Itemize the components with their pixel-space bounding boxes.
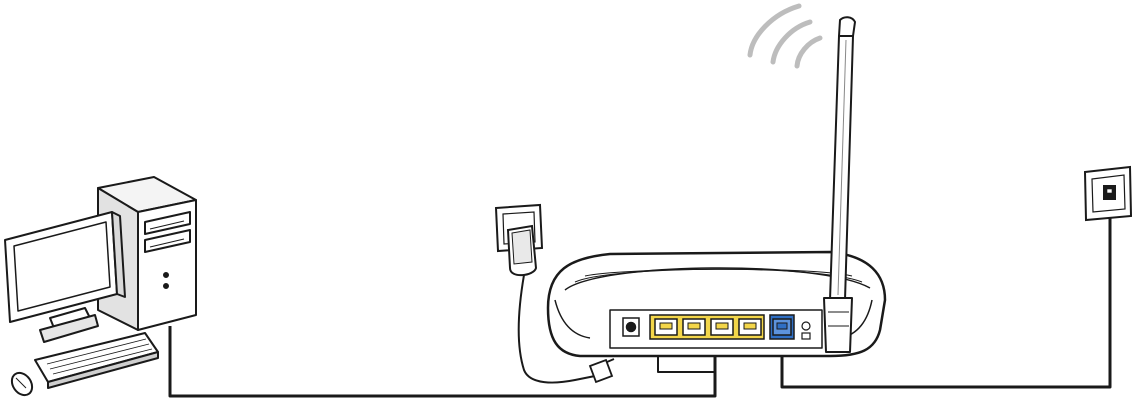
router-wan-port xyxy=(770,315,794,339)
wall-phone-jack-icon xyxy=(1085,167,1131,220)
router-power-jack xyxy=(623,318,639,336)
wifi-signal-icon xyxy=(750,6,820,66)
lan-port-4 xyxy=(739,319,761,335)
router-lan-ports xyxy=(650,315,764,339)
lan-port-3 xyxy=(711,319,733,335)
power-adapter-icon xyxy=(508,226,536,275)
power-plug xyxy=(590,359,614,382)
lan-port-1 xyxy=(655,319,677,335)
antenna-icon xyxy=(824,17,855,352)
pc-keyboard xyxy=(35,333,158,388)
lan-port-2 xyxy=(683,319,705,335)
pc-monitor xyxy=(5,212,125,342)
desktop-computer-icon xyxy=(5,177,196,399)
pc-mouse xyxy=(8,369,37,399)
